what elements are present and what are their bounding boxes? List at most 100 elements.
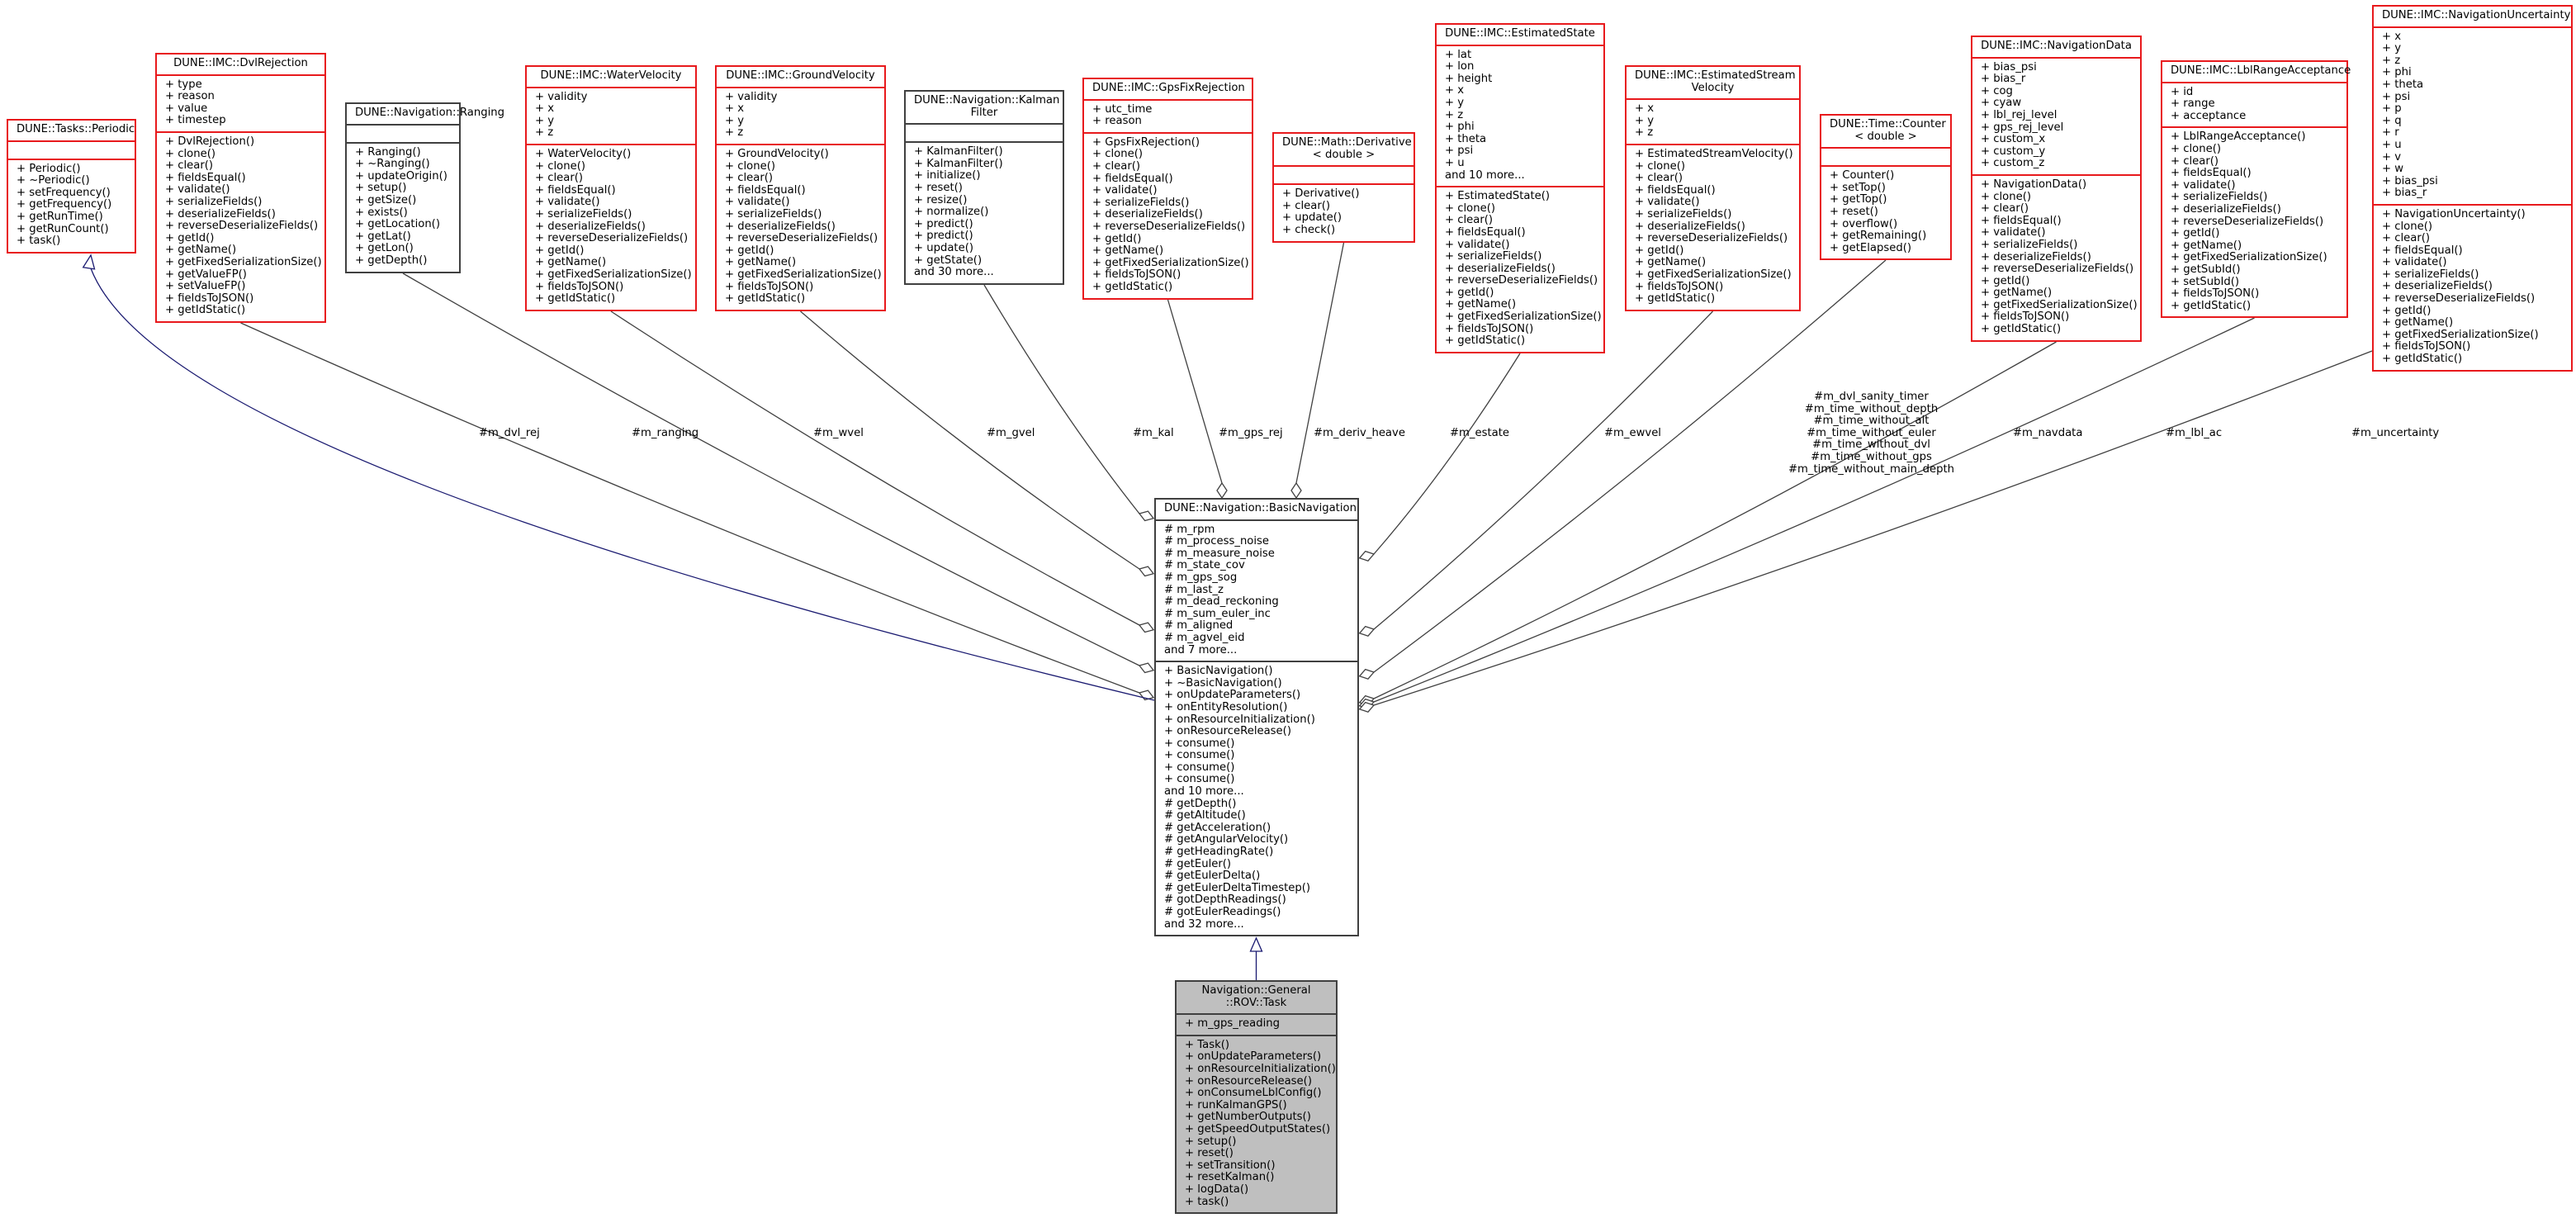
class-method: # gotDepthReadings() — [1164, 893, 1286, 907]
class-box-navigation-uncertainty[interactable]: DUNE::IMC::NavigationUncertainty + x+ y+… — [2372, 5, 2573, 372]
class-method: + consume() — [1164, 737, 1235, 750]
class-method: + clear() — [1445, 214, 1494, 227]
class-method: + getFixedSerializationSize() — [1445, 310, 1602, 324]
class-method: + clear() — [1282, 199, 1331, 212]
class-method: # getEulerDeltaTimestep() — [1164, 881, 1311, 894]
class-attribute: + utc_time — [1092, 102, 1153, 116]
class-method: + fieldsToJSON() — [2382, 340, 2471, 353]
class-method: + getFixedSerializationSize() — [725, 268, 882, 281]
class-box-estimated-stream-velocity[interactable]: DUNE::IMC::EstimatedStream Velocity + x+… — [1625, 65, 1801, 311]
class-method: + onResourceInitialization() — [1185, 1062, 1336, 1075]
class-methods: + Ranging()+ ~Ranging()+ updateOrigin()+… — [347, 141, 459, 272]
class-method: + reverseDeserializeFields() — [1635, 232, 1788, 245]
class-method: + Counter() — [1830, 169, 1895, 182]
class-method: + DvlRejection() — [165, 135, 255, 148]
class-method: + getName() — [1092, 244, 1164, 258]
class-title: DUNE::IMC::LblRangeAcceptance — [2171, 64, 2351, 77]
class-method: + getIdStatic() — [165, 304, 246, 317]
class-method: + onResourceInitialization() — [1164, 713, 1315, 726]
class-attribute: + z — [1445, 108, 1464, 121]
inheritance-arrow-icon — [82, 254, 96, 270]
class-method: + fieldsEqual() — [1981, 214, 2062, 227]
class-method: + getId() — [2171, 227, 2220, 240]
class-method: + ~BasicNavigation() — [1164, 676, 1282, 690]
class-attribute: + cyaw — [1981, 97, 2022, 110]
class-method: + setFrequency() — [17, 186, 111, 199]
class-attribute: + p — [2382, 102, 2402, 116]
class-attribute: + r — [2382, 126, 2399, 140]
class-box-ranging[interactable]: DUNE::Navigation::Ranging + Ranging()+ ~… — [345, 102, 504, 273]
class-attributes: # m_rpm# m_process_noise# m_measure_nois… — [1156, 519, 1357, 661]
class-method: + serializeFields() — [165, 195, 263, 208]
class-attribute: + acceptance — [2171, 109, 2247, 122]
class-title: DUNE::IMC::WaterVelocity — [540, 69, 682, 82]
class-method: + reverseDeserializeFields() — [1981, 263, 2134, 276]
edge-label-lbl-ac: #m_lbl_ac — [2166, 427, 2223, 439]
class-method: # getEulerDelta() — [1164, 870, 1261, 883]
class-attributes: + validity+ x+ y+ z — [527, 86, 695, 144]
class-attribute: + y — [535, 114, 555, 127]
class-method: + getId() — [2382, 304, 2432, 317]
class-methods: + Periodic()+ ~Periodic()+ setFrequency(… — [8, 158, 135, 252]
class-method: + reverseDeserializeFields() — [165, 220, 319, 233]
class-method: + serializeFields() — [1092, 196, 1190, 209]
class-method: + deserializeFields() — [535, 220, 646, 233]
class-method: # getAngularVelocity() — [1164, 833, 1289, 846]
class-method: + consume() — [1164, 749, 1235, 762]
class-method: + deserializeFields() — [165, 207, 276, 220]
class-attribute: + type — [165, 78, 202, 91]
class-method: + clone() — [2382, 220, 2432, 233]
class-method: + fieldsEqual() — [165, 171, 246, 184]
class-box-navigation-data[interactable]: DUNE::IMC::NavigationData + bias_psi+ bi… — [1971, 36, 2142, 342]
class-method: + getLocation() — [355, 218, 440, 231]
class-method: + clone() — [1635, 159, 1685, 173]
class-methods: + LblRangeAcceptance()+ clone()+ clear()… — [2162, 126, 2346, 316]
class-method: + getId() — [1981, 274, 2030, 287]
class-box-estimated-state[interactable]: DUNE::IMC::EstimatedState + lat+ lon+ he… — [1435, 23, 1605, 353]
class-box-derivative[interactable]: DUNE::Math::Derivative < double > + Deri… — [1272, 132, 1415, 243]
class-box-periodic[interactable]: DUNE::Tasks::Periodic + Periodic()+ ~Per… — [7, 119, 136, 254]
class-box-gps-fix-rejection[interactable]: DUNE::IMC::GpsFixRejection + utc_time+ r… — [1082, 78, 1253, 300]
class-method: + getId() — [1445, 286, 1494, 299]
class-box-basic-navigation[interactable]: DUNE::Navigation::BasicNavigation # m_rp… — [1154, 498, 1359, 937]
class-method: + reverseDeserializeFields() — [2382, 292, 2536, 306]
class-title: DUNE::IMC::DvlRejection — [173, 57, 308, 69]
class-attribute: + reason — [165, 90, 215, 103]
class-attributes: + validity+ x+ y+ z — [717, 86, 884, 144]
class-method: + update() — [1282, 211, 1342, 225]
class-attribute: + z — [2382, 54, 2401, 67]
class-box-lbl-range-acceptance[interactable]: DUNE::IMC::LblRangeAcceptance + id+ rang… — [2161, 60, 2351, 319]
class-box-dvl-rejection[interactable]: DUNE::IMC::DvlRejection + type+ reason+ … — [155, 53, 326, 323]
class-method: + exists() — [355, 206, 408, 219]
class-method: + overflow() — [1830, 217, 1898, 230]
class-box-water-velocity[interactable]: DUNE::IMC::WaterVelocity + validity+ x+ … — [525, 65, 697, 311]
class-title: DUNE::IMC::EstimatedState — [1445, 27, 1595, 40]
class-methods: + NavigationData()+ clone()+ clear()+ fi… — [1972, 173, 2140, 340]
class-methods: + Counter()+ setTop()+ getTop()+ reset()… — [1821, 165, 1950, 258]
class-method: + getName() — [1981, 287, 2053, 300]
class-method: + getIdStatic() — [535, 292, 616, 306]
class-attribute: + x — [1445, 84, 1465, 97]
class-method: + Task() — [1185, 1038, 1229, 1051]
class-method: + update() — [914, 241, 973, 254]
class-method: + KalmanFilter() — [914, 157, 1003, 170]
class-method: + setup() — [1185, 1135, 1237, 1148]
class-attribute: + x — [2382, 30, 2402, 43]
aggregation-diamond-icon — [1358, 550, 1376, 562]
class-method: + logData() — [1185, 1182, 1249, 1196]
class-method: + Periodic() — [17, 162, 81, 175]
usage-edge-wvel — [610, 310, 1140, 626]
class-attribute: # m_dead_reckoning — [1164, 595, 1279, 609]
class-box-ground-velocity[interactable]: DUNE::IMC::GroundVelocity + validity+ x+… — [715, 65, 886, 311]
class-method: + validate() — [1981, 226, 2046, 239]
class-box-rov-task[interactable]: Navigation::General ::ROV::Task + m_gps_… — [1175, 980, 1338, 1215]
class-method: + validate() — [725, 196, 790, 209]
class-title: Navigation::General ::ROV::Task — [1201, 984, 1311, 1009]
class-methods: + GroundVelocity()+ clone()+ clear()+ fi… — [717, 143, 884, 310]
class-method: + getValueFP() — [165, 268, 247, 281]
class-box-kalman-filter[interactable]: DUNE::Navigation::Kalman Filter + Kalman… — [904, 90, 1064, 285]
class-method: + getIdStatic() — [1635, 292, 1716, 306]
class-method: + getFixedSerializationSize() — [535, 268, 692, 281]
class-box-counter[interactable]: DUNE::Time::Counter < double > + Counter… — [1820, 114, 1952, 261]
